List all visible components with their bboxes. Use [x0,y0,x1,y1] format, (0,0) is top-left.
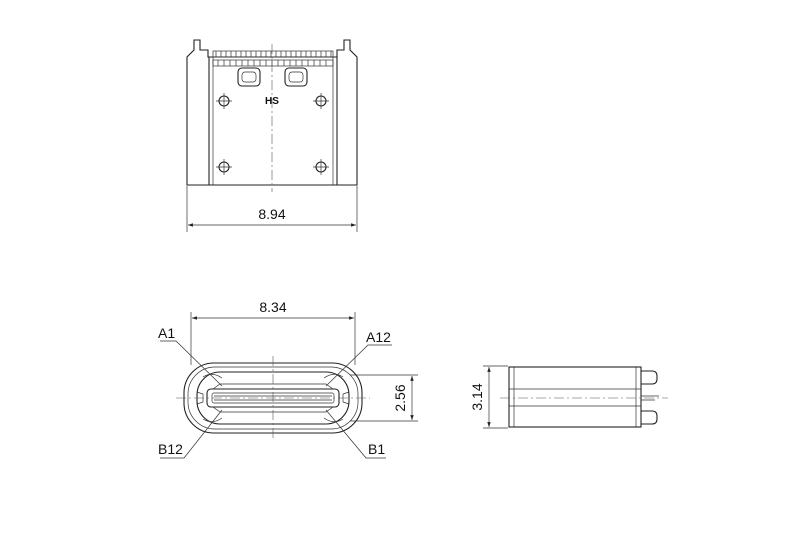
pin-callout-a1: A1 [158,325,223,387]
svg-text:B12: B12 [158,441,183,457]
side-pin-bottom [641,410,658,425]
pin-callout-b1: B1 [325,409,386,459]
top-view-width-dimension: 8.94 [186,186,358,232]
side-pin-top [641,370,658,385]
side-view: 3.14 [469,365,668,429]
top-view: HS 8.94 [186,39,358,232]
front-width-dimension: 8.34 [190,299,356,365]
mounting-hole-icon [216,159,232,175]
front-view: 8.34 2.56 A1 A12 B12 B1 [158,299,418,459]
side-height-label: 3.14 [469,383,485,410]
svg-text:B1: B1 [368,441,385,457]
pin-callout-b12: B12 [158,409,223,459]
top-terminal-row [212,50,334,67]
svg-text:A12: A12 [366,329,391,345]
side-body [508,366,642,428]
top-view-body-outline [186,39,358,186]
mounting-hole-icon [313,159,329,175]
top-width-label: 8.94 [258,206,285,222]
right-latch-window [284,67,308,87]
side-height-dimension: 3.14 [469,365,508,429]
front-height-label: 2.56 [392,384,408,411]
svg-text:A1: A1 [158,325,175,341]
front-height-dimension: 2.56 [350,374,418,422]
front-width-label: 8.34 [259,299,286,315]
mounting-hole-icon [216,93,232,109]
pin-callout-a12: A12 [325,329,392,387]
mounting-hole-icon [313,93,329,109]
left-latch-window [237,67,261,87]
